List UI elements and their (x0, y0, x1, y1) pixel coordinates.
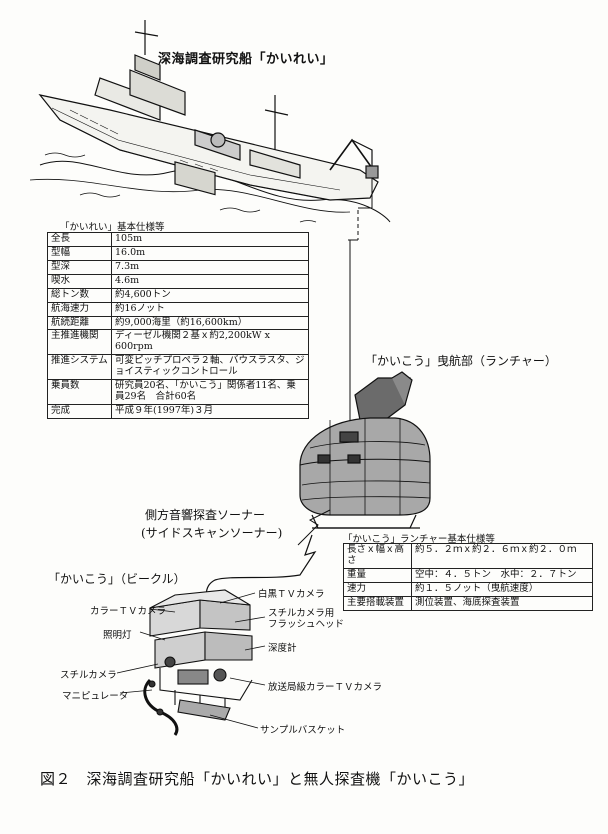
spec-value: 可変ピッチプロペラ２軸、バウスラスタ、ジョイスティックコントロール (111, 354, 309, 381)
spec-row: 完成平成９年(1997年)３月 (47, 403, 309, 419)
spec-key: 速力 (343, 581, 412, 597)
spec-row: 長さｘ幅ｘ高さ約５．２ｍｘ約２．６ｍｘ約２．０ｍ (343, 543, 593, 569)
spec-row: 乗員数研究員20名、「かいこう」関係者11名、乗員29名 合計60名 (47, 379, 309, 405)
spec-row: 主要搭載装置測位装置、海底探査装置 (343, 595, 593, 611)
ship-illustration (29, 20, 391, 223)
spec-key: 航海速力 (47, 301, 112, 317)
spec-key: 型深 (47, 259, 112, 275)
spec-key: 主推進機関 (47, 329, 112, 356)
ship-spec-caption: 「かいれい」基本仕様等 (60, 222, 165, 233)
ship-title: 深海調査研究船「かいれい」 (158, 52, 334, 67)
spec-row: 主推進機関ディーゼル機関２基ｘ約2,200kW x 600rpm (47, 329, 309, 356)
spec-row: 重量空中：４．５トン 水中：２．７トン (343, 567, 593, 583)
spec-value: 空中：４．５トン 水中：２．７トン (411, 567, 593, 583)
spec-value: 約16ノット (111, 301, 309, 317)
spec-value: 測位装置、海底探査装置 (411, 595, 593, 611)
spec-value: 平成９年(1997年)３月 (111, 403, 309, 419)
launcher-spec-caption: 「かいこう」ランチャー基本仕様等 (343, 534, 495, 545)
label-manipulator: マニピュレータ (62, 691, 129, 702)
spec-value: ディーゼル機関２基ｘ約2,200kW x 600rpm (111, 329, 309, 356)
spec-value: 16.0m (111, 245, 309, 261)
spec-key: 航続距離 (47, 315, 112, 331)
spec-key: 長さｘ幅ｘ高さ (343, 543, 412, 569)
spec-row: 航続距離約9,000海里（約16,600km） (47, 315, 309, 331)
spec-value: 約4,600トン (111, 287, 309, 303)
spec-key: 推進システム (47, 354, 112, 381)
label-light: 照明灯 (103, 630, 132, 641)
tow-cable (348, 182, 373, 420)
spec-value: 約５．２ｍｘ約２．６ｍｘ約２．０ｍ (411, 543, 593, 569)
label-still-flash: スチルカメラ用 フラッシュヘッド (268, 608, 345, 631)
spec-value: 約１．５ノット（曳航速度） (411, 581, 593, 597)
spec-key: 重量 (343, 567, 412, 583)
spec-value: 研究員20名、「かいこう」関係者11名、乗員29名 合計60名 (111, 379, 309, 405)
spec-key: 乗員数 (47, 379, 112, 405)
label-sample-basket: サンプルバスケット (260, 725, 346, 736)
sonar-pointer (297, 509, 331, 546)
spec-key: 完成 (47, 403, 112, 419)
figure-caption: 図２ 深海調査研究船「かいれい」と無人探査機「かいこう」 (40, 770, 475, 788)
spec-row: 推進システム可変ピッチプロペラ２軸、バウスラスタ、ジョイスティックコントロール (47, 354, 309, 381)
spec-value: 4.6m (111, 273, 309, 289)
spec-value: 7.3m (111, 259, 309, 275)
vehicle-title: 「かいこう」（ビークル） (48, 572, 186, 586)
launcher-illustration (299, 371, 431, 529)
sonar-label-sub: (サイドスキャンソーナー) (141, 526, 283, 540)
spec-value: 105m (111, 232, 309, 247)
label-color-tv-camera: カラーＴＶカメラ (90, 606, 167, 617)
spec-key: 総トン数 (47, 287, 112, 303)
spec-row: 総トン数約4,600トン (47, 287, 309, 303)
label-broadcast-tv-camera: 放送局級カラーＴＶカメラ (268, 682, 383, 693)
spec-value: 約9,000海里（約16,600km） (111, 315, 309, 331)
spec-key: 主要搭載装置 (343, 595, 412, 611)
vehicle-illustration (143, 589, 253, 736)
launcher-title: 「かいこう」曳航部（ランチャー） (365, 354, 557, 368)
spec-row: 速力約１．５ノット（曳航速度） (343, 581, 593, 597)
label-still-camera: スチルカメラ (60, 670, 117, 681)
vehicle-leader-lines (116, 592, 266, 729)
spec-key: 喫水 (47, 273, 112, 289)
label-depth-gauge: 深度計 (268, 643, 297, 654)
label-bw-tv-camera: 白黒ＴＶカメラ (258, 589, 325, 600)
spec-key: 型幅 (47, 245, 112, 261)
sonar-label: 側方音響探査ソーナー (145, 508, 266, 522)
spec-row: 航海速力約16ノット (47, 301, 309, 317)
spec-key: 全長 (47, 232, 112, 247)
